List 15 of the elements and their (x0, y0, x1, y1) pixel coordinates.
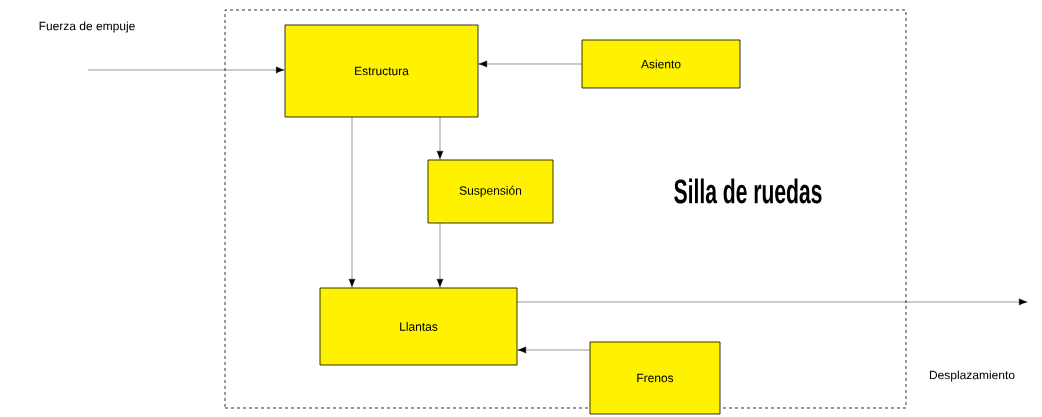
system-title: Silla de ruedas (674, 178, 822, 204)
arrow (348, 116, 356, 288)
arrow (436, 116, 444, 160)
arrow (87, 66, 285, 74)
arrow (516, 298, 1028, 306)
component-box: Asiento (581, 39, 741, 89)
component-box: Estructura (284, 24, 479, 118)
arrow (517, 346, 591, 354)
arrow (436, 222, 444, 288)
component-box: Llantas (319, 287, 518, 366)
flow-label: Fuerza de empuje (39, 21, 135, 33)
arrow (478, 60, 583, 68)
component-box: Frenos (589, 341, 721, 415)
flow-label: Desplazamiento (929, 370, 1015, 382)
component-box: Suspensión (427, 159, 554, 224)
